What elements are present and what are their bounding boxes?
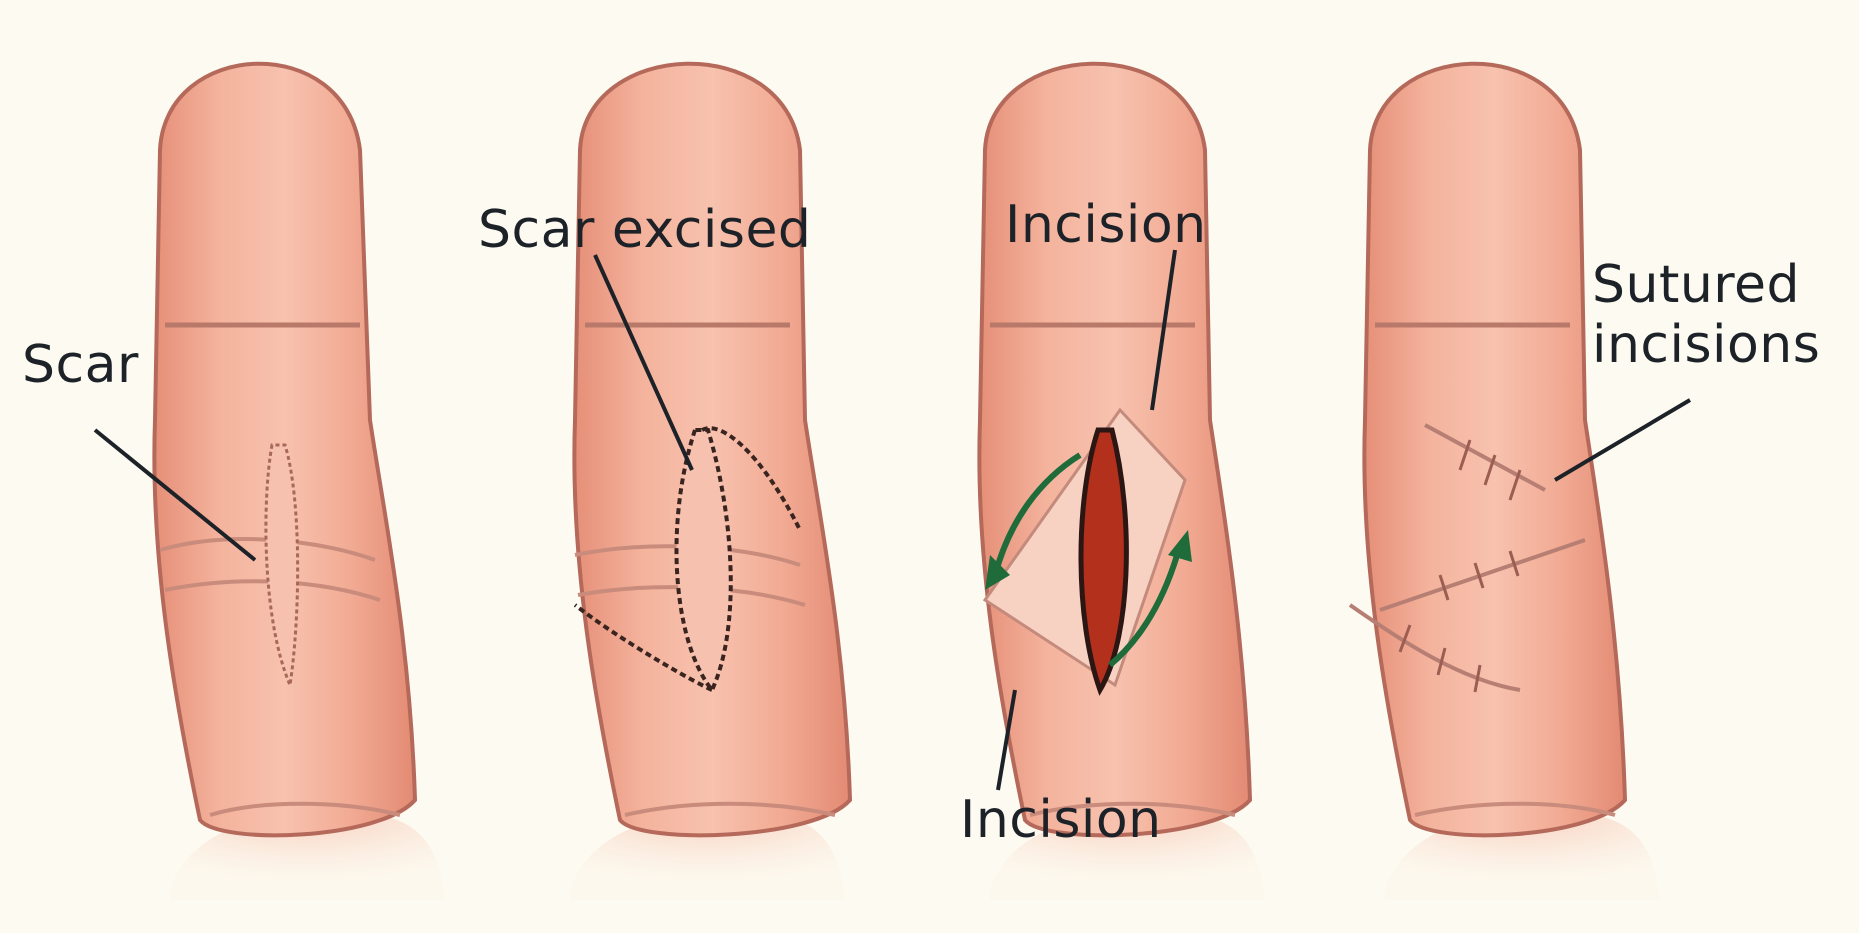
sutured-label-line-2: incisions (1592, 315, 1820, 375)
finger-2-scar-excised (570, 64, 850, 900)
finger-3-incision (979, 64, 1265, 900)
incision-top-label: Incision (1005, 195, 1207, 255)
finger-4-sutured (1350, 64, 1690, 900)
scar-excised-label: Scar excised (478, 200, 811, 260)
sutured-label-line-1: Sutured (1592, 255, 1820, 315)
finger-1-scar (95, 64, 445, 900)
scar-label: Scar (22, 335, 139, 395)
sutured-incisions-label: Sutured incisions (1592, 255, 1820, 375)
finger-4-outline (1364, 64, 1625, 836)
incision-bottom-label: Incision (960, 790, 1162, 850)
